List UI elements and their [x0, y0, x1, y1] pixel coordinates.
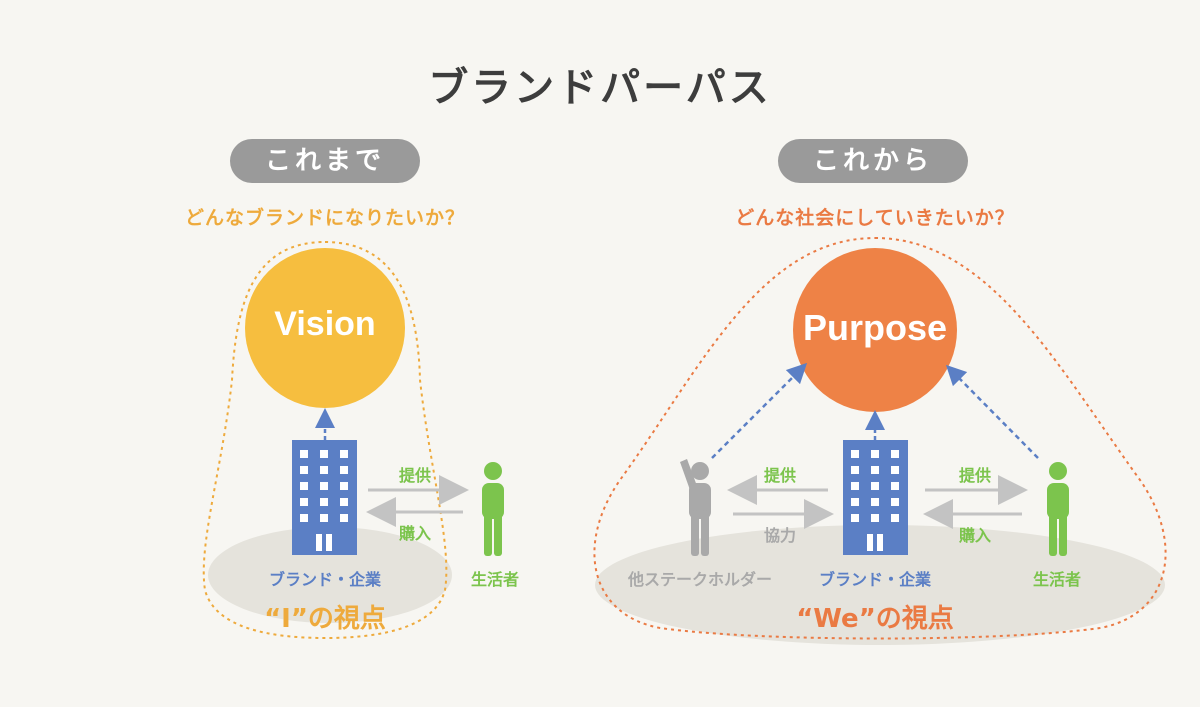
- i-viewpoint-label: “I”の視点: [264, 604, 386, 634]
- page-title: ブランドパーパス: [428, 65, 772, 111]
- stakeholder-icon: [680, 459, 711, 556]
- right-pill: これから: [778, 139, 968, 183]
- right-ground: [595, 525, 1165, 645]
- provide-label: 提供: [763, 466, 796, 485]
- purpose-circle: [793, 248, 957, 412]
- purchase-label: 購入: [958, 526, 991, 545]
- vision-circle: [245, 248, 405, 408]
- provide-label: 提供: [398, 466, 431, 485]
- arrow-stakeholder-to-purpose: [711, 362, 808, 459]
- purpose-label: Purpose: [802, 307, 948, 348]
- arrow-consumer-to-purpose: [945, 364, 1039, 459]
- left-dashed-outline: [202, 240, 448, 640]
- left-ground: [208, 527, 452, 623]
- company-label: ブランド・企業: [818, 570, 931, 589]
- person-icon: [482, 462, 504, 556]
- provide-label: 提供: [958, 466, 991, 485]
- we-viewpoint-label: “We”の視点: [796, 604, 954, 634]
- building-icon: [843, 440, 908, 555]
- consumer-label: 生活者: [1032, 570, 1081, 589]
- vision-label: Vision: [274, 305, 376, 343]
- consumer-label: 生活者: [470, 570, 519, 589]
- left-question: どんなブランドになりたいか？: [184, 207, 465, 229]
- right-question: どんな社会にしていきたいか？: [735, 207, 1015, 229]
- person-icon: [1047, 462, 1069, 556]
- stakeholder-label: 他ステークホルダー: [627, 570, 772, 589]
- company-label: ブランド・企業: [268, 570, 381, 589]
- left-pill: これまで: [230, 139, 420, 183]
- cooperate-label: 協力: [763, 526, 796, 545]
- building-icon: [292, 440, 357, 555]
- purchase-label: 購入: [398, 524, 431, 543]
